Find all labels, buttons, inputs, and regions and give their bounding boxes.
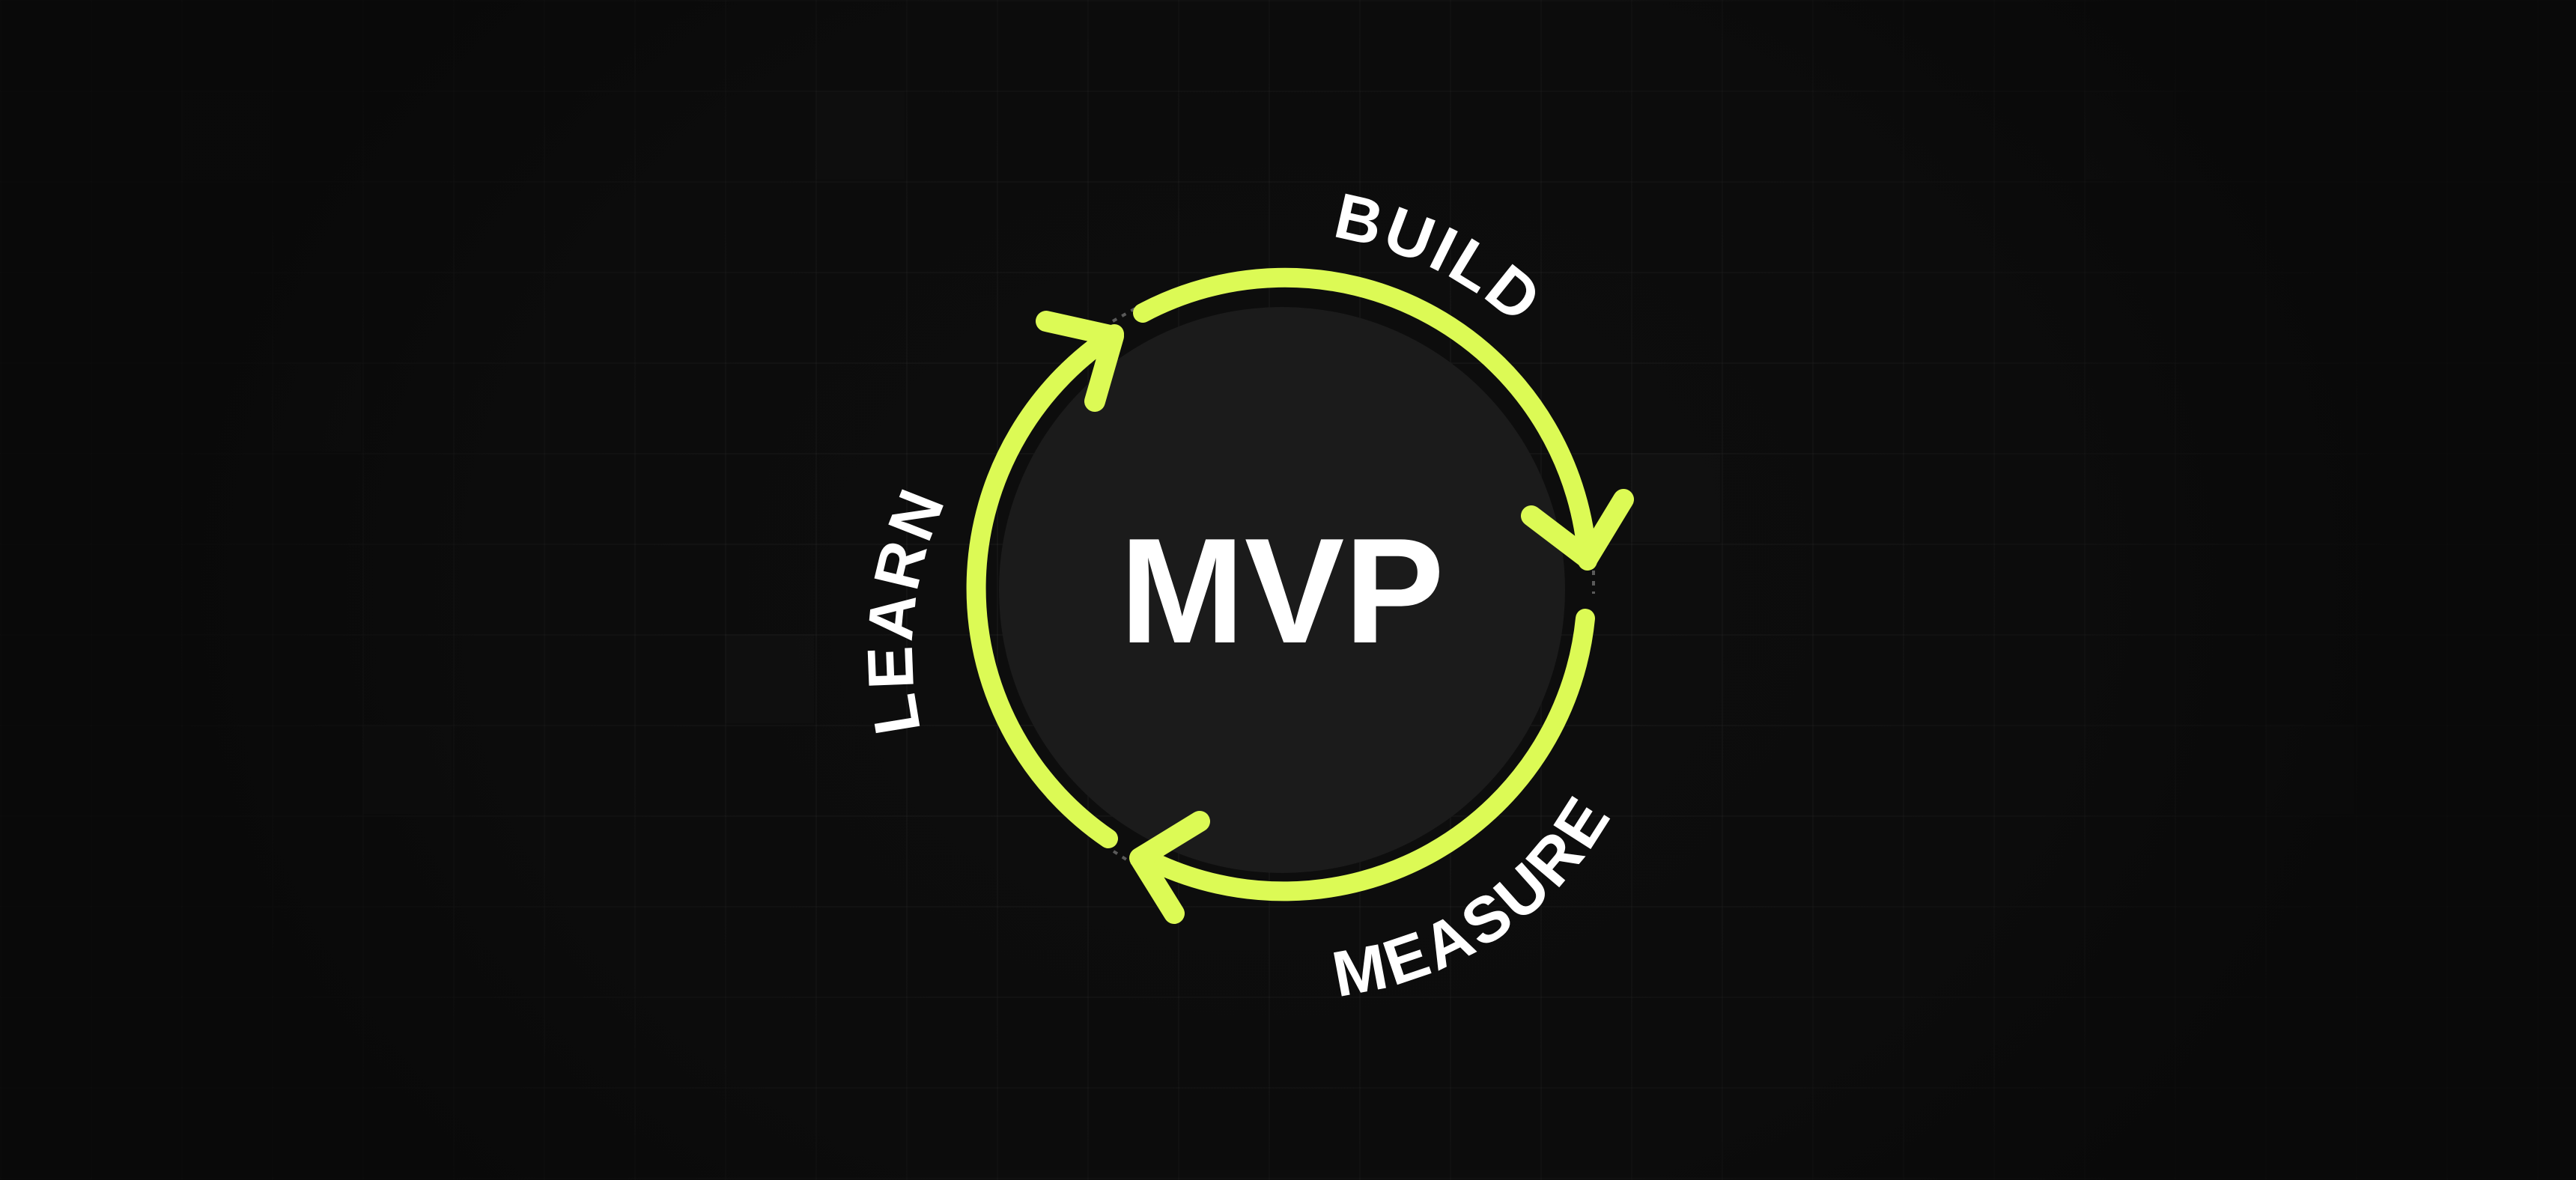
inner-circle: [999, 307, 1565, 873]
stage-label-learn: LEARN: [854, 478, 959, 740]
gap-connectors: [1112, 307, 1595, 865]
arrow-measure-icon: [1129, 811, 1210, 924]
center-title: MVP: [1120, 508, 1444, 675]
measure-arc: [1146, 609, 1595, 901]
build-arc: [1133, 267, 1597, 571]
arrow-learn-icon: [1036, 311, 1124, 412]
learn-arc: [966, 324, 1124, 848]
arrow-build-icon: [1521, 489, 1634, 569]
